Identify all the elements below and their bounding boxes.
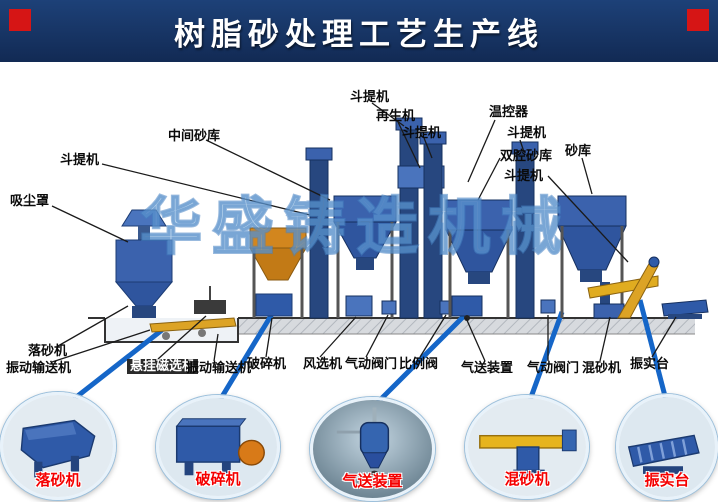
bucket-elevator-1-drawing <box>305 147 333 319</box>
inclined-elevator-drawing <box>617 256 660 319</box>
label-sand-silo: 砂库 <box>565 144 592 159</box>
label-vibrating-conveyor-1: 振动输送机 <box>6 361 72 376</box>
callout-label-pneumatic-conveyor: 气送装置 <box>342 472 403 490</box>
callout-label-compaction-table: 振实台 <box>644 471 690 489</box>
crusher-drawing <box>255 293 293 317</box>
air-separator-drawing <box>345 295 373 317</box>
label-bucket-elevator-4: 斗提机 <box>507 126 547 141</box>
pneumatic-conveyor-photo <box>313 400 432 498</box>
machines <box>114 117 709 340</box>
label-sand-mixer: 混砂机 <box>582 361 622 376</box>
label-bucket-elevator-3: 斗提机 <box>402 126 442 141</box>
pneumatic-conveyor-drawing <box>451 295 483 321</box>
red-corner-square-right <box>687 9 709 31</box>
shakeout-photo <box>3 395 113 497</box>
label-bucket-elevator-2: 斗提机 <box>350 90 390 105</box>
label-air-separator: 风选机 <box>303 357 343 372</box>
title-bar: 树脂砂处理工艺生产线 <box>0 0 718 62</box>
double-chamber-sand-silo-drawing <box>445 199 513 318</box>
callout-crusher: 破碎机 <box>156 395 280 499</box>
pneumatic-valve-2-drawing <box>540 299 556 314</box>
bucket-elevator-2-drawing <box>395 117 423 319</box>
crusher-photo <box>159 398 277 496</box>
orange-hopper-drawing <box>249 227 307 318</box>
label-pneumatic-valve-1: 气动阀门 <box>345 357 398 372</box>
label-pneumatic-conveyor: 气送装置 <box>461 361 514 376</box>
label-leader-lines <box>51 102 677 363</box>
label-pneumatic-valve-2: 气动阀门 <box>527 361 580 376</box>
pneumatic-valve-1-drawing <box>381 300 397 315</box>
callout-sand-mixer: 混砂机 <box>465 395 589 499</box>
label-vibrating-conveyor-2: 振动输送机 <box>186 361 252 376</box>
label-temperature-controller: 温控器 <box>489 105 529 120</box>
callout-label-sand-mixer: 混砂机 <box>504 470 550 488</box>
label-compaction-table: 振实台 <box>630 357 670 372</box>
callout-connectors <box>68 299 669 404</box>
callout-label-crusher: 破碎机 <box>195 470 241 488</box>
callout-compaction-table: 振实台 <box>616 394 718 500</box>
label-bucket-elevator-1: 斗提机 <box>60 153 100 168</box>
label-intermediate-sand-silo: 中间砂库 <box>168 129 221 144</box>
compaction-table-photo <box>619 397 715 497</box>
label-proportional-valve: 比例阀 <box>399 357 439 372</box>
compaction-table-drawing <box>661 299 709 319</box>
label-bucket-elevator-5: 斗提机 <box>504 169 544 184</box>
sand-mixer-photo <box>468 398 586 496</box>
label-crusher: 破碎机 <box>247 357 287 372</box>
shakeout-machine-drawing <box>114 209 174 318</box>
sand-silo-drawing <box>557 195 627 318</box>
label-dust-hood: 吸尘罩 <box>10 194 50 209</box>
bucket-elevator-4-drawing <box>511 141 539 319</box>
bucket-elevator-3-drawing <box>419 131 447 319</box>
label-magnetic-separator: 悬挂磁选机 <box>127 359 199 374</box>
red-corner-square-left <box>9 9 31 31</box>
label-double-chamber-sand-silo: 双腔砂库 <box>500 149 553 164</box>
label-regenerator: 再生机 <box>376 109 416 124</box>
callout-pneumatic-conveyor: 气送装置 <box>310 397 435 501</box>
label-shakeout-machine: 落砂机 <box>28 344 68 359</box>
page-title: 树脂砂处理工艺生产线 <box>174 16 544 53</box>
callout-label-shakeout: 落砂机 <box>35 471 81 489</box>
vibrating-conveyor-drawing <box>149 317 237 340</box>
callout-shakeout-machine: 落砂机 <box>0 392 116 500</box>
magnetic-separator-drawing <box>194 286 226 314</box>
